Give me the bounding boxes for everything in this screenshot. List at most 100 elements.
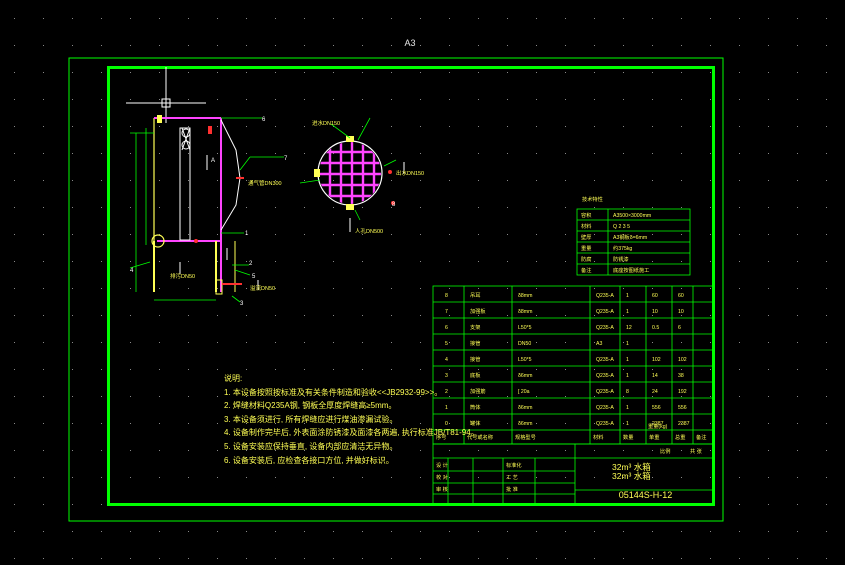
- parts-cell: δ8mm: [518, 309, 532, 315]
- tech-row-value: 约375kg: [613, 244, 632, 252]
- parts-cell: L50*5: [518, 357, 532, 363]
- tech-spec-table: [576, 208, 691, 276]
- parts-cell: 吊耳: [470, 292, 480, 299]
- parts-cell: 加强筋: [470, 387, 486, 395]
- parts-header-cell: 单重: [649, 433, 659, 441]
- inner-frame: [107, 66, 715, 506]
- parts-cell: 支架: [470, 323, 480, 331]
- callout-manhole: 人孔DN500: [355, 227, 383, 235]
- callout-overflow: 溢流DN50: [250, 284, 275, 292]
- parts-cell: 6: [678, 325, 681, 331]
- technical-notes: 说明: 1. 本设备按照按标准及有关条件制造和验收<<JB2932-99>>。 …: [224, 372, 479, 467]
- parts-cell: 38: [678, 373, 684, 379]
- parts-cell: 10: [652, 309, 658, 315]
- parts-cell: 接管: [470, 355, 480, 363]
- parts-cell: 1: [626, 357, 629, 363]
- parts-cell: [ 20a: [518, 389, 530, 395]
- balloon-label: 4: [130, 268, 134, 274]
- note-item: 1. 本设备按照按标准及有关条件制造和验收<<JB2932-99>>。: [224, 387, 443, 397]
- product-line-2: 32m³ 水箱: [612, 471, 651, 481]
- parts-header-cell: 备注: [696, 433, 706, 441]
- callout-inlet_top: 进水DN150: [312, 119, 340, 127]
- parts-header-cell: 代号或名称: [467, 433, 493, 441]
- parts-cell: 1: [626, 341, 629, 347]
- title-block-label: 标准化: [506, 461, 522, 469]
- parts-cell: Q235-A: [596, 389, 614, 395]
- balloon-label: 3: [240, 301, 244, 307]
- tech-row-value: 防锈漆: [613, 255, 629, 263]
- parts-cell: 0.5: [652, 325, 659, 331]
- balloon-label: 5: [252, 274, 256, 280]
- note-item: 3. 本设备须进行, 所有焊缝应进行煤油渗漏试验。: [224, 414, 398, 424]
- drawing-number: 05144S-H-12: [618, 490, 673, 500]
- parts-header-cell: 序号: [436, 433, 446, 441]
- balloon-label: 2: [249, 261, 253, 267]
- parts-cell: 筒体: [470, 403, 481, 411]
- sheet-size-label: A3: [404, 38, 416, 48]
- parts-cell: 8: [626, 389, 629, 395]
- tech-table-title: 技术特性: [582, 195, 603, 203]
- parts-cell: Q235-A: [596, 373, 614, 379]
- sheet-count-label: 共 张: [690, 447, 703, 455]
- title-block-label: 批 准: [506, 485, 518, 493]
- tech-row-label: 容积: [581, 211, 591, 219]
- parts-cell: 7: [445, 309, 448, 315]
- parts-cell: δ8mm: [518, 293, 532, 299]
- balloon-label: 7: [284, 156, 288, 162]
- parts-cell: 10: [678, 309, 684, 315]
- parts-cell: 192: [678, 389, 687, 395]
- parts-cell: 60: [678, 293, 684, 299]
- note-item: 4. 设备制作完毕后, 外表面涂防锈漆及面漆各两遍, 执行标准JB/T81-94…: [224, 428, 479, 438]
- callout-drain: 排污DN50: [170, 272, 195, 280]
- tech-row-label: 重量: [581, 244, 591, 252]
- parts-cell: 5: [445, 341, 448, 347]
- parts-cell: Q235-A: [596, 357, 614, 363]
- note-item: 5. 设备安装应保持垂直, 设备内部应清洁无异物。: [224, 441, 398, 451]
- title-block-label: 设 计: [436, 461, 448, 469]
- tech-row-label: 备注: [581, 266, 591, 274]
- elevation-view: [129, 115, 284, 303]
- parts-header-cell: 总重: [675, 433, 685, 441]
- tech-row-label: 防腐: [581, 255, 591, 263]
- parts-cell: 556: [652, 405, 661, 411]
- balloon-label: 8: [392, 202, 396, 208]
- tech-row-value: 底座按图纸施工: [613, 266, 649, 274]
- scale-label: 比例: [660, 447, 670, 455]
- product-name: 32m³ 水箱 32m³ 水箱: [612, 463, 651, 481]
- parts-cell: 1: [445, 405, 448, 411]
- parts-cell: 3: [445, 373, 448, 379]
- balloon-label: 6: [262, 117, 266, 123]
- parts-cell: 1: [626, 405, 629, 411]
- crosshair-cursor[interactable]: [126, 67, 206, 123]
- parts-cell: 底板: [470, 371, 481, 379]
- parts-header-cell: 数量: [623, 433, 633, 441]
- parts-cell: DN50: [518, 341, 531, 347]
- parts-cell: Q235-A: [596, 309, 614, 315]
- parts-cell: L50*5: [518, 325, 532, 331]
- parts-cell: δ6mm: [518, 373, 532, 379]
- tech-row-value: Q 2 3 5: [613, 224, 630, 230]
- parts-cell: 556: [678, 405, 687, 411]
- tech-row-value: A3500×3000mm: [613, 213, 651, 219]
- note-item: 6. 设备安装后, 应检查各接口方位, 并做好标识。: [224, 455, 394, 465]
- parts-cell: δ6mm: [518, 405, 532, 411]
- balloon-label: 1: [245, 231, 249, 237]
- parts-cell: 60: [652, 293, 658, 299]
- parts-cell: Q235-A: [596, 325, 614, 331]
- notes-heading: 说明:: [224, 374, 243, 383]
- tech-row-label: 壁厚: [581, 233, 591, 241]
- parts-cell: 2387: [652, 421, 664, 427]
- title-block: [432, 443, 714, 505]
- parts-cell: 1: [626, 373, 629, 379]
- parts-cell: 1: [626, 309, 629, 315]
- parts-cell: 加强板: [470, 307, 486, 315]
- tech-row-value: A3钢板δ=6mm: [613, 233, 647, 241]
- parts-cell: 24: [652, 389, 658, 395]
- callout-outlet: 出水DN150: [396, 169, 424, 177]
- product-line-1: 32m³ 水箱: [612, 462, 651, 472]
- weight-unit-label: 重量(kg): [648, 422, 668, 430]
- parts-cell: 2: [445, 389, 448, 395]
- parts-cell: 2387: [678, 421, 690, 427]
- callout-vent: 通气管DN300: [248, 179, 282, 187]
